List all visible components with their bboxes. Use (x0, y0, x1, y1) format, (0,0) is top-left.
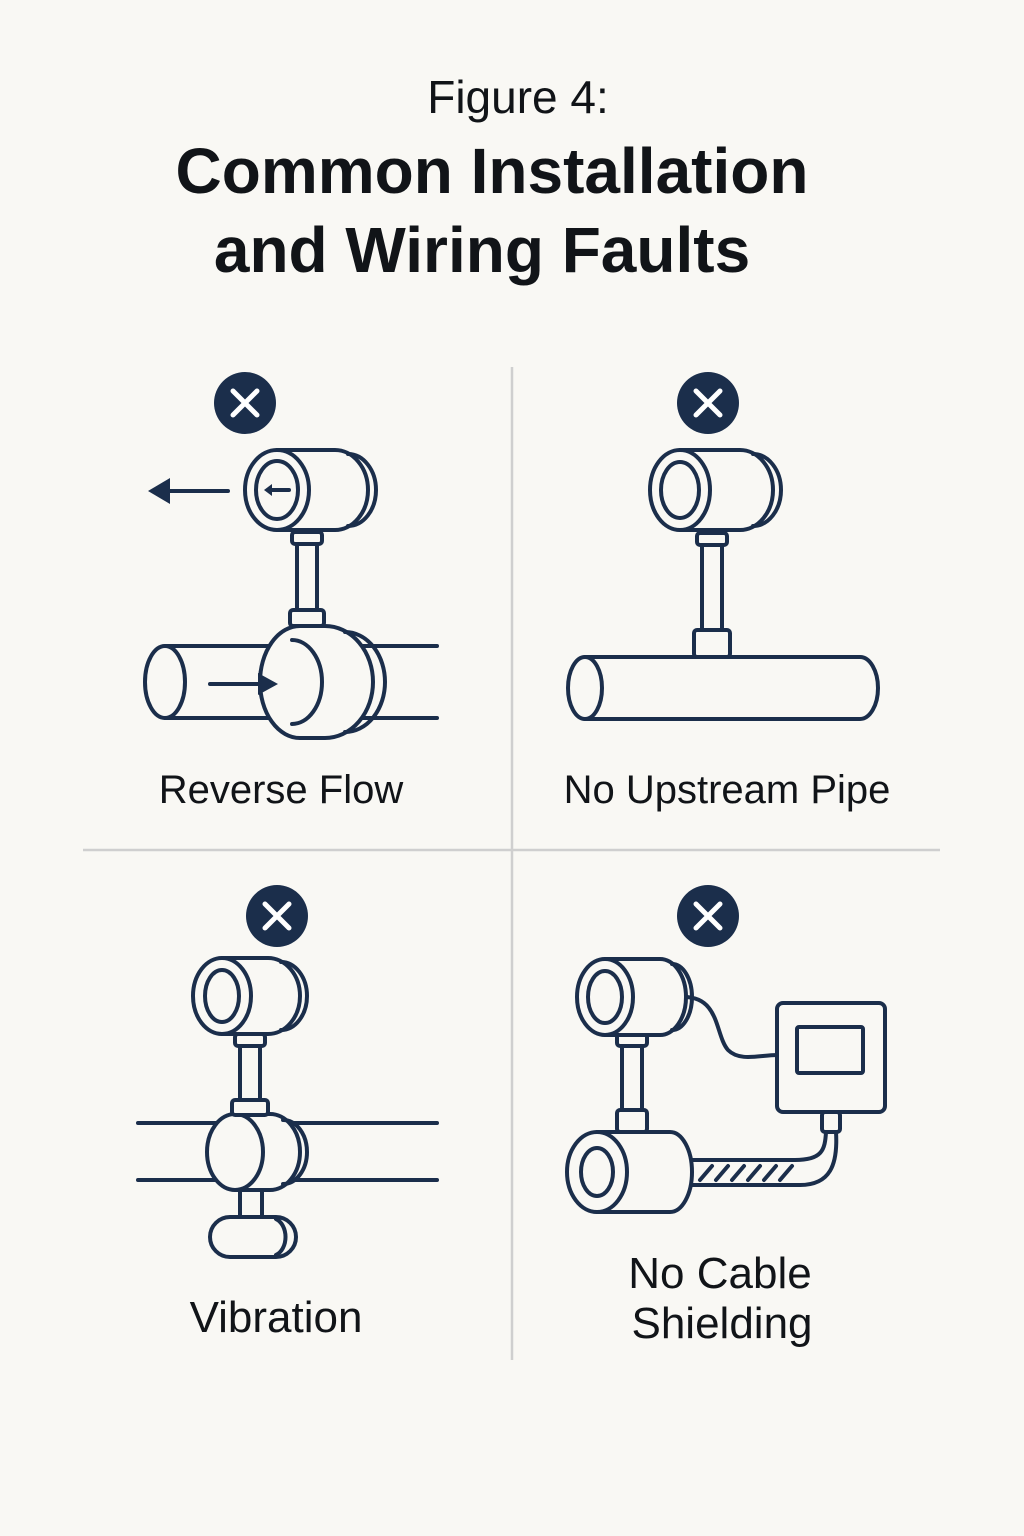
reverse-arrow-icon (148, 478, 230, 504)
panel-label: Reverse Flow (159, 768, 404, 812)
panel-label-line1: No Cable (628, 1249, 811, 1298)
panel-label: No Upstream Pipe (564, 768, 891, 812)
panel-label: Vibration (190, 1293, 363, 1342)
flowmeter-icon (143, 448, 439, 740)
panel-vibration: Vibration (136, 885, 439, 1342)
panel-no-cable-shielding: No Cable Shielding (565, 885, 887, 1348)
x-circle-icon (214, 372, 276, 434)
figure-title-line2: and Wiring Faults (214, 214, 750, 286)
panel-reverse-flow: Reverse Flow (143, 372, 439, 812)
x-circle-icon (677, 885, 739, 947)
x-circle-icon (677, 372, 739, 434)
flowmeter-with-display-icon (565, 957, 887, 1214)
x-circle-icon (246, 885, 308, 947)
panel-label-line2: Shielding (631, 1299, 812, 1348)
flowmeter-icon (136, 956, 439, 1259)
panel-no-upstream-pipe: No Upstream Pipe (564, 372, 891, 812)
figure-title-line1: Common Installation (176, 135, 809, 207)
figure-number: Figure 4: (427, 71, 609, 123)
flowmeter-icon (566, 448, 880, 721)
